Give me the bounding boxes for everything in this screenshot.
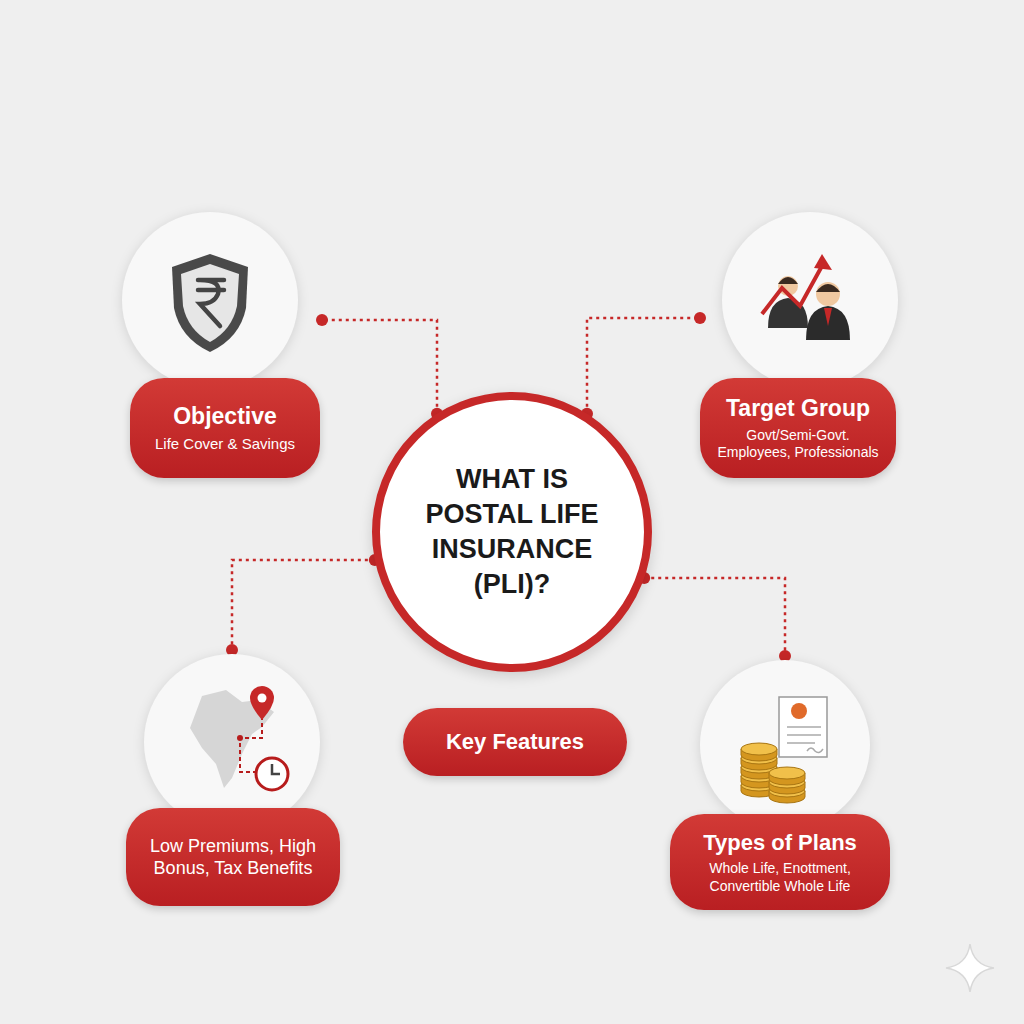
document-seal (791, 703, 807, 719)
person-body (806, 306, 850, 340)
shield-icon (172, 254, 248, 352)
card-text: Low Premiums, High Bonus, Tax Benefits (138, 835, 328, 880)
topic-card: ObjectiveLife Cover & Savings (125, 208, 322, 478)
icon-illustration (668, 656, 892, 834)
dotted-connector (644, 578, 785, 656)
person-hair (778, 277, 798, 284)
document-lines (787, 727, 823, 753)
feature-pill: Key Features (403, 708, 627, 776)
topic-card: Target GroupGovt/Semi-Govt. Employees, P… (700, 210, 898, 478)
icon-art (741, 697, 827, 803)
connector-dot (694, 312, 706, 324)
card-heading: Objective (173, 402, 277, 431)
clock-icon (256, 758, 288, 790)
card-text: WHAT IS POSTAL LIFE INSURANCE (PLI)? (402, 462, 622, 602)
growth-arrow (762, 266, 822, 314)
card-text: Life Cover & Savings (155, 435, 295, 454)
icon-illustration (125, 208, 322, 392)
coin (769, 767, 805, 779)
icon-circle (122, 212, 298, 388)
label-pill: Low Premiums, High Bonus, Tax Benefits (126, 808, 340, 906)
location-pin (250, 686, 274, 720)
sparkle-mark (946, 944, 994, 992)
person-tie (824, 308, 832, 326)
route-dot (237, 735, 243, 741)
card-heading: Target Group (726, 394, 870, 423)
icon-art (762, 254, 850, 340)
label-pill: Types of PlansWhole Life, Enottment, Con… (670, 814, 890, 910)
central-circle: WHAT IS POSTAL LIFE INSURANCE (PLI)? (372, 392, 652, 672)
icon-circle (700, 660, 870, 830)
shield-inner (181, 264, 239, 342)
topic-card: Low Premiums, High Bonus, Tax Benefits (124, 650, 342, 906)
icon-circle (144, 654, 320, 830)
person-hair (816, 284, 840, 292)
dotted-connector (587, 318, 700, 414)
icon-illustration (124, 650, 342, 834)
person-head (816, 282, 840, 306)
topic-card: Types of PlansWhole Life, Enottment, Con… (668, 656, 892, 910)
dotted-connector (322, 320, 437, 414)
clock-hands (272, 764, 280, 774)
rupee-symbol (198, 280, 224, 326)
card-text: Whole Life, Enottment, Convertible Whole… (682, 860, 878, 895)
connector-dot (316, 314, 328, 326)
icon-circle (722, 212, 898, 388)
coin (741, 743, 777, 755)
dotted-connector (232, 560, 375, 650)
card-text: Key Features (446, 728, 584, 756)
growth-arrowhead (814, 254, 832, 270)
icon-illustration (700, 210, 898, 392)
icon-art (172, 254, 248, 352)
text-holder: WHAT IS POSTAL LIFE INSURANCE (PLI)? (402, 462, 622, 602)
icon-art (190, 686, 288, 790)
label-pill: ObjectiveLife Cover & Savings (130, 378, 320, 478)
pin-hole (258, 694, 267, 703)
document-icon (779, 697, 827, 757)
label-pill: Target GroupGovt/Semi-Govt. Employees, P… (700, 378, 896, 478)
card-heading: Types of Plans (703, 829, 857, 857)
card-text: Govt/Semi-Govt. Employees, Professionals (712, 427, 884, 462)
